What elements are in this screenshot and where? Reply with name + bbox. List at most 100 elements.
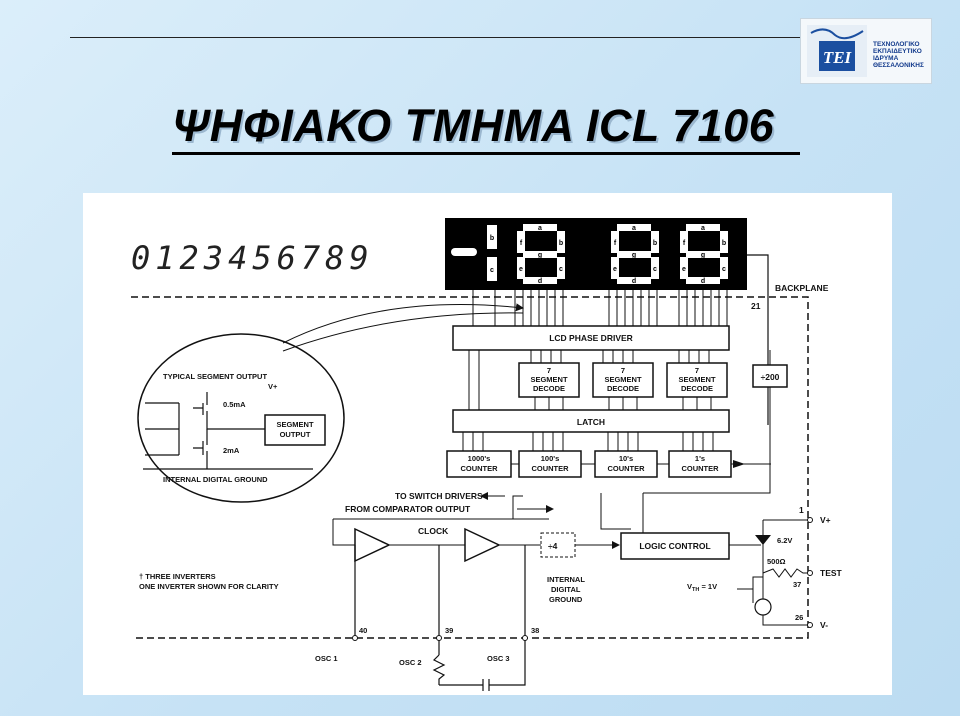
- logo-line: ΤΕΧΝΟΛΟΓΙΚΟ: [873, 41, 920, 48]
- current-2ma-label: 2mA: [223, 446, 240, 455]
- tei-logo: TEI ΤΕΧΝΟΛΟΓΙΚΟ ΕΚΠΑΙΔΕΥΤΙΚΟ ΙΔΡΥΜΑ ΘΕΣΣ…: [800, 18, 932, 84]
- svg-text:COUNTER: COUNTER: [460, 464, 498, 473]
- divide-200-label: ÷200: [761, 372, 780, 382]
- seg-f: f: [683, 240, 686, 247]
- seg-d: d: [701, 278, 705, 285]
- svg-text:DECODE: DECODE: [607, 384, 639, 393]
- pin-38-label: 38: [531, 626, 539, 635]
- svg-text:7: 7: [621, 366, 625, 375]
- osc2-label: OSC 2: [399, 658, 422, 667]
- counter-10s: 10's COUNTER: [594, 450, 658, 478]
- seg-c: c: [559, 266, 563, 273]
- logo-line: ΕΚΠΑΙΔΕΥΤΙΚΟ: [873, 48, 922, 55]
- seg-g: g: [632, 252, 636, 259]
- logic-control-label: LOGIC CONTROL: [639, 541, 710, 551]
- internal-ground-label-3: GROUND: [549, 595, 583, 604]
- pin-21-label: 21: [751, 301, 761, 311]
- typical-segment-output-label: TYPICAL SEGMENT OUTPUT: [163, 372, 267, 381]
- svg-text:DECODE: DECODE: [533, 384, 565, 393]
- diagram-svg: 0123456789 b c: [131, 218, 843, 691]
- segment-decode-10: 7 SEGMENT DECODE: [666, 362, 728, 398]
- lcd-digit-2: [611, 224, 659, 284]
- seg-g: g: [701, 252, 705, 259]
- inverter-2: [464, 527, 501, 563]
- svg-text:100's: 100's: [541, 454, 559, 463]
- osc3-label: OSC 3: [487, 654, 510, 663]
- seg-b: b: [653, 240, 657, 247]
- chip-boundary: [131, 296, 809, 639]
- seg-e: e: [682, 266, 686, 273]
- pin-37-label: 37: [793, 580, 801, 589]
- tei-logo-lettering: TEI: [823, 48, 853, 67]
- seg-e: e: [519, 266, 523, 273]
- segment-decode-100: 7 SEGMENT DECODE: [592, 362, 654, 398]
- clock-label: CLOCK: [418, 526, 449, 536]
- pin-1-label: 1: [799, 505, 804, 515]
- callout-arrow-1: [282, 303, 524, 344]
- svg-text:COUNTER: COUNTER: [607, 464, 645, 473]
- seg-b: b: [559, 240, 563, 247]
- logo-line: ΘΕΣΣΑΛΟΝΙΚΗΣ: [873, 62, 924, 69]
- backplane-wire: [747, 254, 769, 425]
- zener-diode: [755, 535, 771, 545]
- seg-f: f: [614, 240, 617, 247]
- driver-wires: [468, 350, 710, 410]
- decode-latch-wires: [534, 397, 712, 410]
- seg-f: f: [520, 240, 523, 247]
- lcd-display: b c: [445, 218, 747, 290]
- svg-text:DECODE: DECODE: [681, 384, 713, 393]
- seg-d: d: [632, 278, 636, 285]
- oscillator-wiring: [354, 545, 526, 691]
- divide-4-label: ÷4: [548, 541, 558, 551]
- logo-line: ΙΔΡΥΜΑ: [873, 55, 899, 62]
- segment-label-c: c: [490, 267, 494, 274]
- pin-40-label: 40: [359, 626, 367, 635]
- lcd-digit-3: [680, 224, 728, 284]
- internal-ground-label-2: DIGITAL: [551, 585, 581, 594]
- svg-text:SEGMENT: SEGMENT: [530, 375, 568, 384]
- seg-e: e: [613, 266, 617, 273]
- counter-100s: 100's COUNTER: [518, 450, 582, 478]
- segment-output-detail-circle: [137, 333, 345, 503]
- logic-control-block: [620, 532, 730, 560]
- counter-1s: 1's COUNTER: [668, 450, 732, 478]
- svg-text:COUNTER: COUNTER: [681, 464, 719, 473]
- svg-text:1's: 1's: [695, 454, 705, 463]
- lcd-digit-1: [517, 224, 565, 284]
- backplane-label: BACKPLANE: [775, 283, 829, 293]
- lcd-phase-driver-block: [452, 325, 730, 351]
- minus-segment: [451, 248, 477, 256]
- latch-label: LATCH: [577, 417, 605, 427]
- current-source: [754, 598, 772, 616]
- segment-output-label-2: OUTPUT: [280, 430, 311, 439]
- v-plus-label: V+: [820, 515, 831, 525]
- svg-text:1000's: 1000's: [468, 454, 491, 463]
- display-wires: [472, 290, 728, 326]
- from-comparator-output-label: FROM COMPARATOR OUTPUT: [345, 504, 471, 514]
- seg-a: a: [701, 225, 705, 232]
- internal-ground-label-1: INTERNAL: [547, 575, 585, 584]
- block-diagram: 0123456789 b c: [83, 193, 892, 695]
- seg-a: a: [538, 225, 542, 232]
- svg-text:7: 7: [695, 366, 699, 375]
- vth-label: VTH = 1V: [687, 582, 717, 593]
- osc1-label: OSC 1: [315, 654, 338, 663]
- pin-39-label: 39: [445, 626, 453, 635]
- divide-200-wire: [643, 387, 771, 494]
- seg-g: g: [538, 252, 542, 259]
- svg-text:VTH = 1V: VTH = 1V: [687, 582, 717, 593]
- seg-c: c: [722, 266, 726, 273]
- three-inverters-label-2: ONE INVERTER SHOWN FOR CLARITY: [139, 582, 279, 591]
- callout-arrow-2: [282, 312, 524, 352]
- slide-title: ΨΗΦΙΑΚΟ ΤΜΗΜΑ ICL 7106: [172, 100, 812, 155]
- seg-d: d: [538, 278, 542, 285]
- svg-text:COUNTER: COUNTER: [531, 464, 569, 473]
- resistor-500-label: 500Ω: [767, 557, 786, 566]
- v-minus-label: V-: [820, 620, 828, 630]
- logo-text: ΤΕΧΝΟΛΟΓΙΚΟ ΕΚΠΑΙΔΕΥΤΙΚΟ ΙΔΡΥΜΑ ΘΕΣΣΑΛΟΝ…: [873, 41, 929, 69]
- internal-digital-ground-label: INTERNAL DIGITAL GROUND: [163, 475, 268, 484]
- segment-label-b: b: [490, 235, 494, 242]
- current-05ma-label: 0.5mA: [223, 400, 246, 409]
- v-plus-small-label: V+: [268, 382, 278, 391]
- test-label: TEST: [820, 568, 843, 578]
